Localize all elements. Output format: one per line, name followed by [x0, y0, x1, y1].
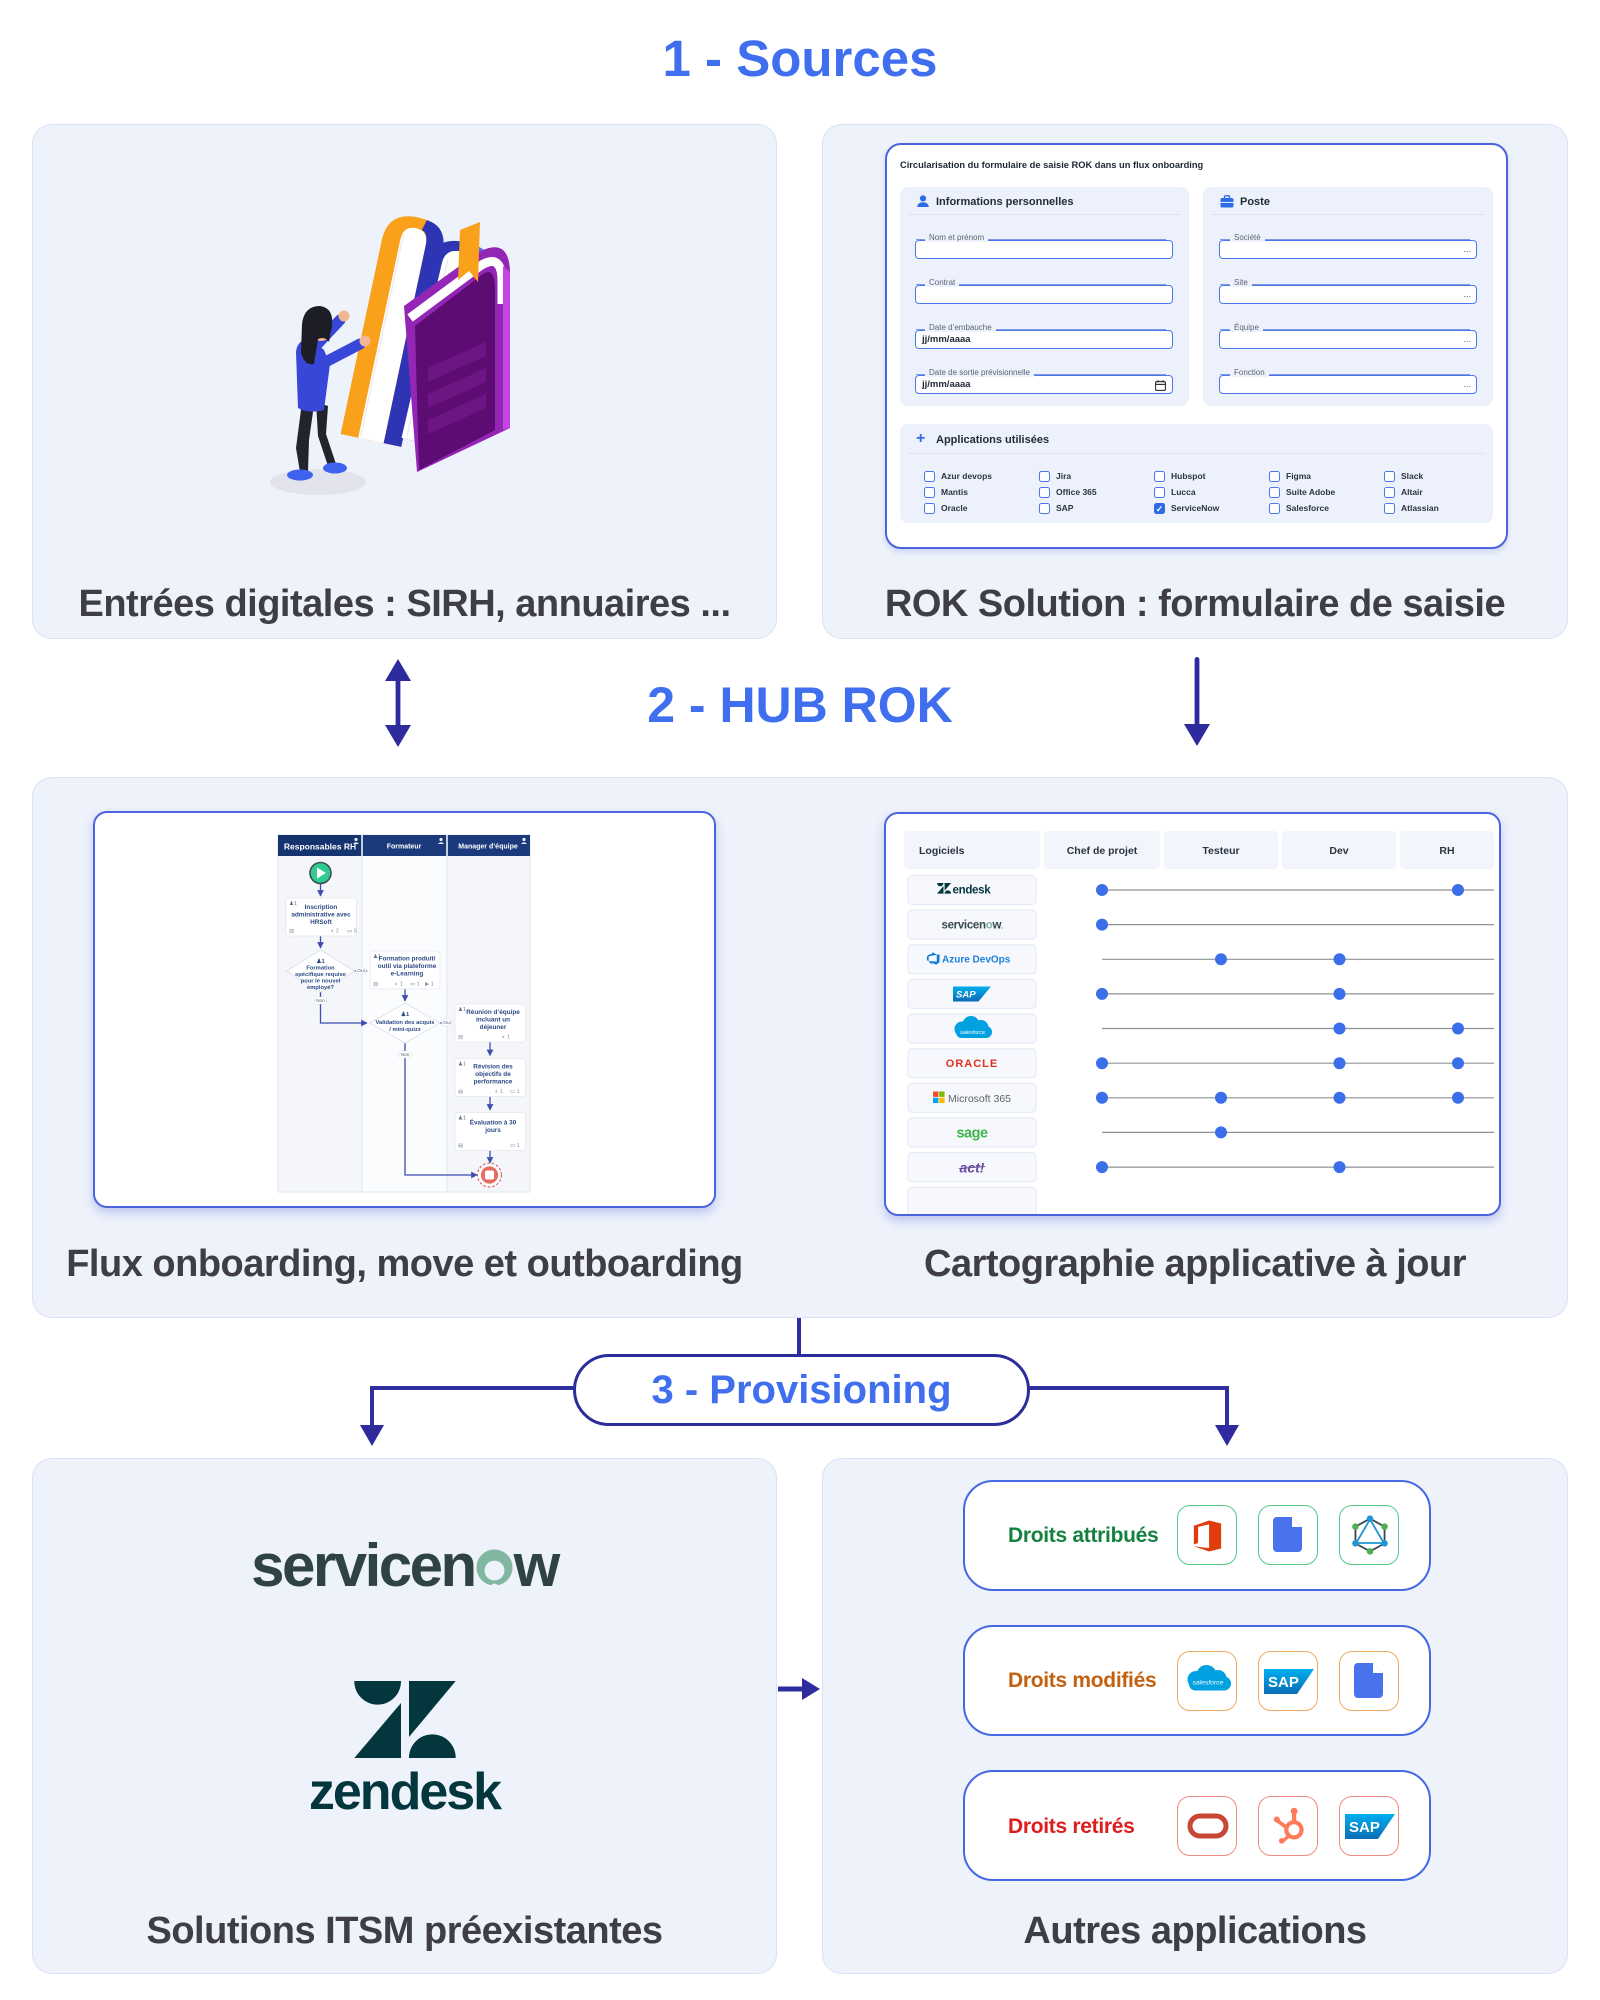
svg-text:SAP: SAP: [956, 990, 976, 1001]
svg-text:♟1: ♟1: [458, 1061, 466, 1068]
svg-text:▤: ▤: [458, 1035, 464, 1041]
svg-text:Non: Non: [401, 1052, 410, 1058]
svg-text:outil via plateforme: outil via plateforme: [378, 963, 437, 970]
svg-text:performance: performance: [474, 1079, 513, 1086]
svg-text:♟1: ♟1: [316, 958, 325, 965]
svg-text:/ mini-quizz: / mini-quizz: [389, 1027, 421, 1033]
svg-text:Formation: Formation: [306, 966, 335, 972]
svg-text:▶ 1: ▶ 1: [425, 982, 434, 988]
svg-text:RH: RH: [1439, 845, 1454, 857]
svg-text:administrative avec: administrative avec: [291, 912, 351, 919]
svg-text:▤: ▤: [373, 982, 379, 988]
svg-text:▭ 5: ▭ 5: [347, 929, 357, 935]
svg-text:Inscription: Inscription: [305, 904, 338, 911]
svg-text:Responsables RH: Responsables RH: [284, 842, 356, 852]
svg-text:▤: ▤: [458, 1143, 464, 1149]
svg-text:servicenow.: servicenow.: [941, 920, 1003, 932]
svg-text:SAP: SAP: [1349, 1819, 1380, 1836]
svg-text:Oui: Oui: [357, 968, 364, 974]
svg-text:Logiciels: Logiciels: [919, 845, 965, 857]
svg-text:Azure DevOps: Azure DevOps: [942, 955, 1011, 966]
svg-text:spécifique requise: spécifique requise: [295, 972, 347, 978]
svg-text:salesforce: salesforce: [960, 1030, 985, 1036]
svg-text:♟1: ♟1: [458, 1006, 466, 1013]
svg-text:jours: jours: [484, 1127, 501, 1134]
svg-text:SAP: SAP: [1268, 1674, 1299, 1691]
svg-text:pour le nouvel: pour le nouvel: [301, 979, 341, 985]
svg-text:Réunion d’équipe: Réunion d’équipe: [466, 1009, 520, 1016]
svg-text:Microsoft 365: Microsoft 365: [948, 1093, 1011, 1105]
svg-text:◐ 1: ◐ 1: [502, 1035, 510, 1041]
svg-text:Formateur: Formateur: [387, 844, 422, 851]
svg-text:▭ 1: ▭ 1: [510, 1143, 520, 1149]
svg-text:incluant un: incluant un: [476, 1017, 510, 1024]
svg-text:employé?: employé?: [307, 985, 335, 991]
svg-text:ORACLE: ORACLE: [946, 1058, 998, 1070]
svg-text:salesforce: salesforce: [1193, 1680, 1224, 1687]
svg-text:objectifs de: objectifs de: [475, 1071, 511, 1078]
svg-text:♟1: ♟1: [401, 1011, 410, 1018]
svg-text:Dev: Dev: [1329, 845, 1348, 857]
svg-text:♟1: ♟1: [373, 953, 381, 960]
svg-text:Non: Non: [316, 998, 325, 1004]
svg-text:Révision des: Révision des: [473, 1064, 513, 1071]
svg-text:▤: ▤: [289, 929, 295, 935]
svg-text:sage: sage: [956, 1126, 987, 1142]
svg-text:Oui: Oui: [443, 1020, 450, 1026]
svg-text:Formation produit/: Formation produit/: [379, 956, 436, 963]
svg-text:Évaluation à 30: Évaluation à 30: [470, 1118, 517, 1127]
svg-text:♟1: ♟1: [458, 1115, 466, 1122]
svg-text:▤: ▤: [458, 1089, 464, 1095]
svg-text:Manager d’équipe: Manager d’équipe: [458, 844, 518, 851]
svg-text:▭ 1: ▭ 1: [510, 1089, 520, 1095]
svg-text:♟1: ♟1: [289, 900, 297, 907]
svg-text:HRSoft: HRSoft: [310, 919, 333, 926]
svg-text:Testeur: Testeur: [1202, 845, 1239, 857]
svg-text:Validation des acquis: Validation des acquis: [376, 1020, 435, 1026]
svg-text:endesk: endesk: [953, 885, 992, 897]
svg-text:◐ 2: ◐ 2: [331, 929, 339, 935]
svg-text:Chef de projet: Chef de projet: [1067, 845, 1138, 857]
svg-text:déjeuner: déjeuner: [480, 1024, 507, 1031]
svg-text:e-Learning: e-Learning: [391, 971, 424, 978]
svg-text:▭ 1: ▭ 1: [410, 982, 420, 988]
svg-text:◐ 1: ◐ 1: [495, 1089, 503, 1095]
svg-text:◐ 1: ◐ 1: [395, 982, 403, 988]
